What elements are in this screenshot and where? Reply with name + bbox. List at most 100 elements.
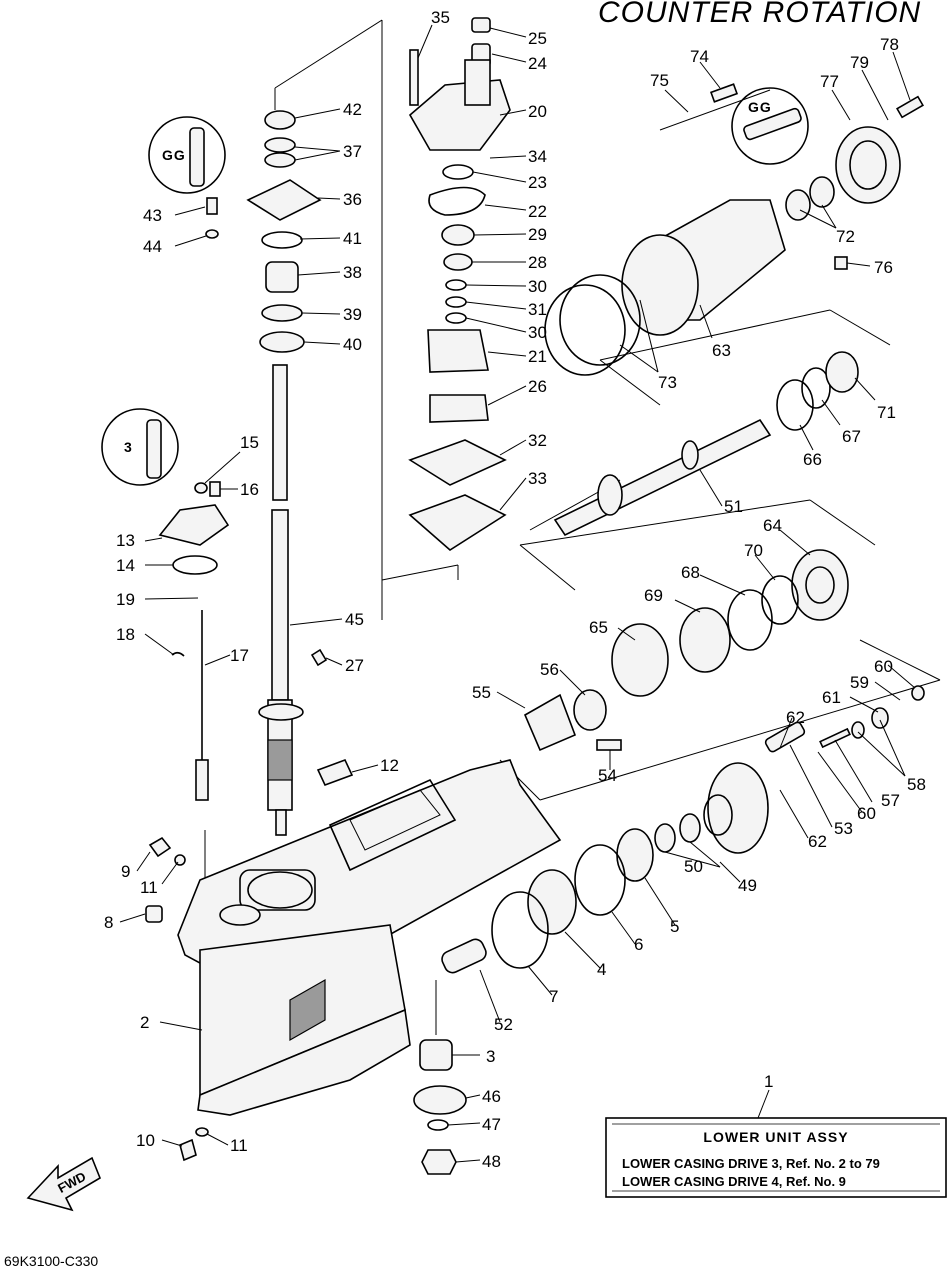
callout-59: 59 — [850, 673, 869, 692]
shift-rod-assembly — [158, 481, 230, 801]
callout-13: 13 — [116, 531, 135, 550]
callout-11b: 11 — [230, 1136, 248, 1155]
callout-11a: 11 — [140, 878, 158, 897]
assembly-box-line1: LOWER CASING DRIVE 3, Ref. No. 2 to 79 — [622, 1156, 880, 1171]
callout-36: 36 — [343, 190, 362, 209]
callout-41: 41 — [343, 229, 362, 248]
callout-52: 52 — [494, 1015, 513, 1034]
callout-17: 17 — [230, 646, 249, 665]
callout-62b: 62 — [808, 832, 827, 851]
callout-64: 64 — [763, 516, 782, 535]
callout-30b: 30 — [528, 323, 547, 342]
callout-60a: 60 — [874, 657, 893, 676]
callout-27: 27 — [345, 656, 364, 675]
callout-63: 63 — [712, 341, 731, 360]
callout-19: 19 — [116, 590, 135, 609]
drawing-code: 69K3100-C330 — [4, 1253, 98, 1269]
callout-65: 65 — [589, 618, 608, 637]
callout-12: 12 — [380, 756, 399, 775]
callout-4: 4 — [597, 960, 606, 979]
callout-10: 10 — [136, 1131, 155, 1150]
assembly-info-box: LOWER UNIT ASSY LOWER CASING DRIVE 3, Re… — [605, 1117, 947, 1198]
callout-50: 50 — [684, 857, 703, 876]
callout-28: 28 — [528, 253, 547, 272]
callout-75: 75 — [650, 71, 669, 90]
callout-1: 1 — [764, 1072, 773, 1091]
forward-gear-assembly — [523, 549, 849, 752]
callout-8: 8 — [104, 913, 113, 932]
pinion-assembly — [413, 1039, 467, 1175]
callout-66: 66 — [803, 450, 822, 469]
callout-37: 37 — [343, 142, 362, 161]
callout-70: 70 — [744, 541, 763, 560]
callout-57: 57 — [881, 791, 900, 810]
callout-22: 22 — [528, 202, 547, 221]
svg-text:GG: GG — [162, 147, 186, 163]
callout-62a: 62 — [786, 708, 805, 727]
callout-7: 7 — [549, 987, 558, 1006]
callout-31: 31 — [528, 300, 547, 319]
assembly-box-title: LOWER UNIT ASSY — [703, 1129, 848, 1145]
callout-40: 40 — [343, 335, 362, 354]
callout-45: 45 — [345, 610, 364, 629]
grease-callout-right: GG — [731, 87, 809, 165]
reverse-gear-assembly — [441, 685, 925, 974]
callout-16: 16 — [240, 480, 259, 499]
callout-61: 61 — [822, 688, 841, 707]
callout-44: 44 — [143, 237, 162, 256]
callout-39: 39 — [343, 305, 362, 324]
callout-34: 34 — [528, 147, 547, 166]
water-pump-assembly — [408, 17, 511, 551]
svg-text:GG: GG — [748, 99, 772, 115]
callout-43: 43 — [143, 206, 162, 225]
callout-72: 72 — [836, 227, 855, 246]
lower-casing — [177, 759, 562, 1116]
propeller-shaft — [553, 351, 859, 537]
svg-text:3: 3 — [124, 439, 133, 455]
callout-76: 76 — [874, 258, 893, 277]
callout-numbers: 35 25 24 20 34 23 22 29 28 30 31 30 21 2… — [104, 8, 926, 1171]
callout-58: 58 — [907, 775, 926, 794]
callout-60b: 60 — [857, 804, 876, 823]
drive-shaft — [258, 364, 304, 836]
callout-14: 14 — [116, 556, 135, 575]
callout-73: 73 — [658, 373, 677, 392]
callout-26: 26 — [528, 377, 547, 396]
diagram-title: COUNTER ROTATION — [598, 0, 921, 29]
callout-46: 46 — [482, 1087, 501, 1106]
drain-fasteners — [145, 648, 354, 1162]
callout-67: 67 — [842, 427, 861, 446]
callout-54: 54 — [598, 766, 617, 785]
callout-21: 21 — [528, 347, 547, 366]
grease-callout-left: GG — [148, 116, 226, 194]
drive-shaft-upper-parts — [205, 110, 322, 353]
leader-lines — [119, 24, 916, 1163]
callout-48: 48 — [482, 1152, 501, 1171]
callout-51: 51 — [724, 497, 743, 516]
callout-15: 15 — [240, 433, 259, 452]
callout-2: 2 — [140, 1013, 149, 1032]
callout-77: 77 — [820, 72, 839, 91]
callout-74: 74 — [690, 47, 709, 66]
callout-42: 42 — [343, 100, 362, 119]
callout-55: 55 — [472, 683, 491, 702]
callout-3: 3 — [486, 1047, 495, 1066]
callout-56: 56 — [540, 660, 559, 679]
callout-29: 29 — [528, 225, 547, 244]
callout-5: 5 — [670, 917, 679, 936]
callout-25: 25 — [528, 29, 547, 48]
callout-71: 71 — [877, 403, 896, 422]
callout-47: 47 — [482, 1115, 501, 1134]
callout-24: 24 — [528, 54, 547, 73]
callout-53: 53 — [834, 819, 853, 838]
callout-18: 18 — [116, 625, 135, 644]
callout-78: 78 — [880, 35, 899, 54]
assembly-box-line2: LOWER CASING DRIVE 4, Ref. No. 9 — [622, 1174, 846, 1189]
callout-38: 38 — [343, 263, 362, 282]
callout-49: 49 — [738, 876, 757, 895]
callout-23: 23 — [528, 173, 547, 192]
propeller-shaft-housing — [544, 83, 924, 376]
callout-6: 6 — [634, 935, 643, 954]
callout-68: 68 — [681, 563, 700, 582]
